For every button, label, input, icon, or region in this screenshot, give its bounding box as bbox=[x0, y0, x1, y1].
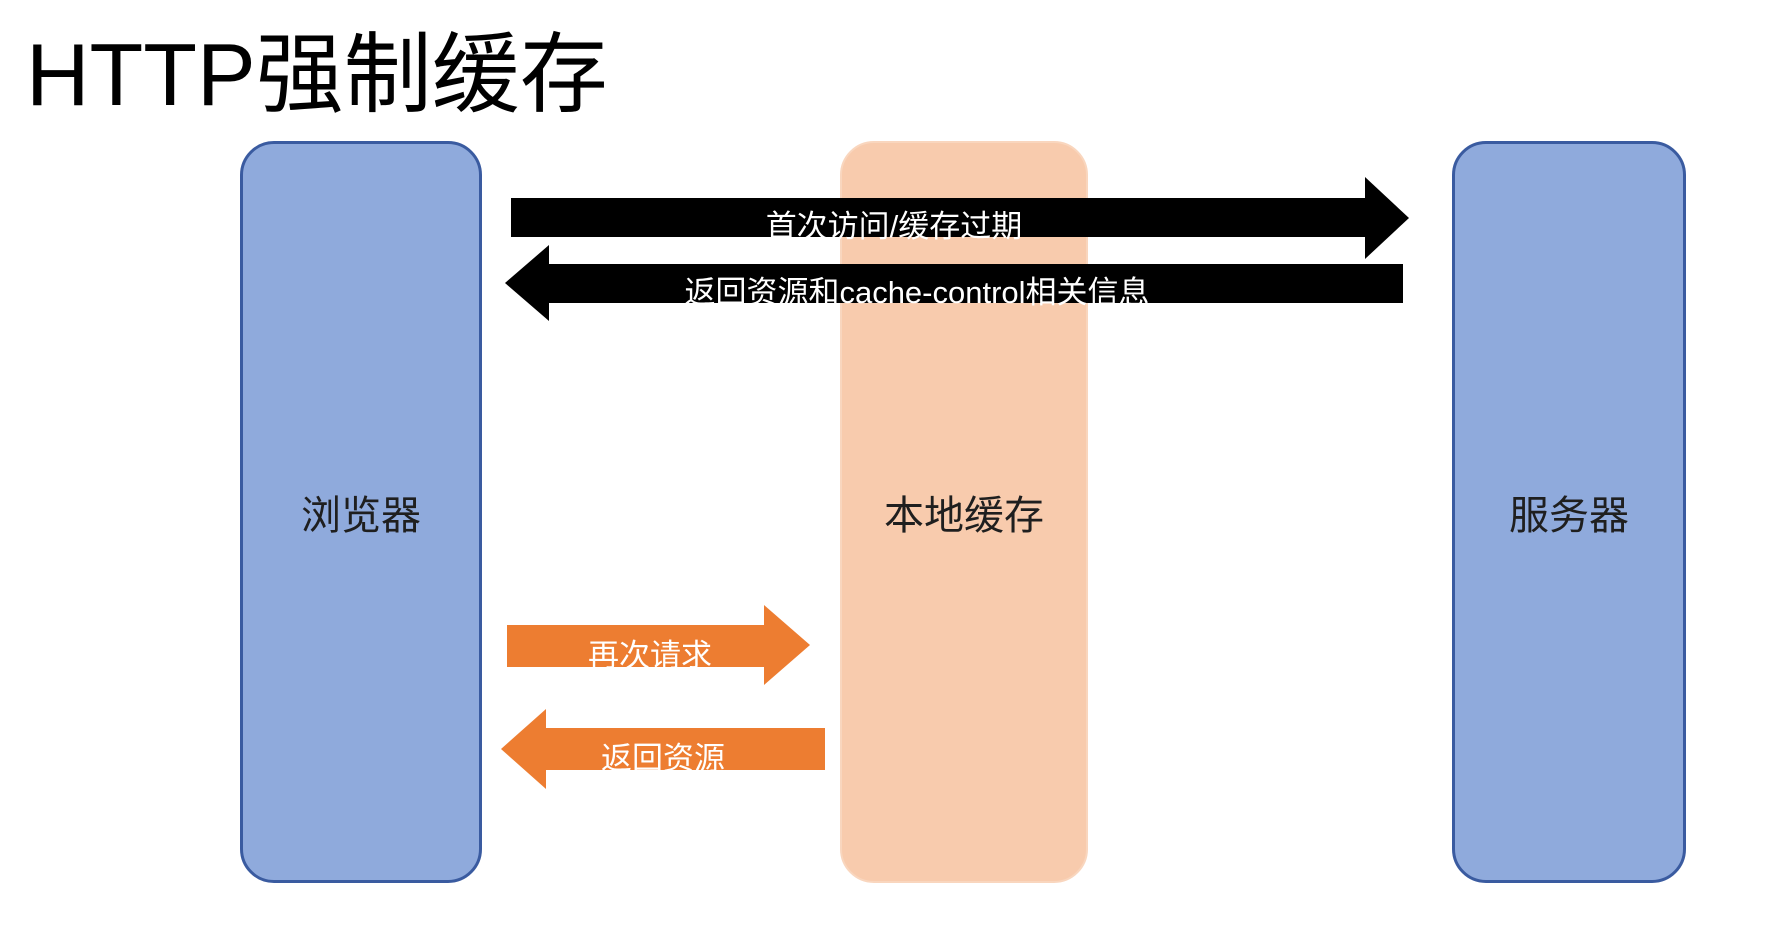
arrow-right-icon bbox=[1365, 177, 1409, 259]
second-request-arrow-body bbox=[507, 625, 764, 667]
server-node-label: 服务器 bbox=[1509, 494, 1629, 538]
server-node: 服务器 bbox=[1452, 141, 1686, 883]
arrow-right-icon bbox=[764, 605, 810, 685]
return-cache-control-arrow-label: 返回资源和cache-control相关信息 bbox=[684, 275, 1150, 310]
first-visit-arrow-label: 首次访问/缓存过期 bbox=[765, 209, 1023, 244]
local-cache-node-label: 本地缓存 bbox=[884, 494, 1044, 538]
page-title: HTTP强制缓存 bbox=[26, 25, 608, 124]
return-resource-arrow-label: 返回资源 bbox=[601, 741, 725, 776]
first-visit-arrow-body bbox=[511, 198, 1365, 237]
browser-node-label: 浏览器 bbox=[301, 494, 421, 538]
arrow-left-icon bbox=[505, 245, 549, 321]
return-cache-control-arrow-body bbox=[549, 264, 1403, 303]
return-resource-arrow-body bbox=[546, 728, 825, 770]
local-cache-node: 本地缓存 bbox=[840, 141, 1088, 883]
browser-node: 浏览器 bbox=[240, 141, 482, 883]
arrow-left-icon bbox=[501, 709, 546, 789]
second-request-arrow-label: 再次请求 bbox=[588, 638, 712, 673]
